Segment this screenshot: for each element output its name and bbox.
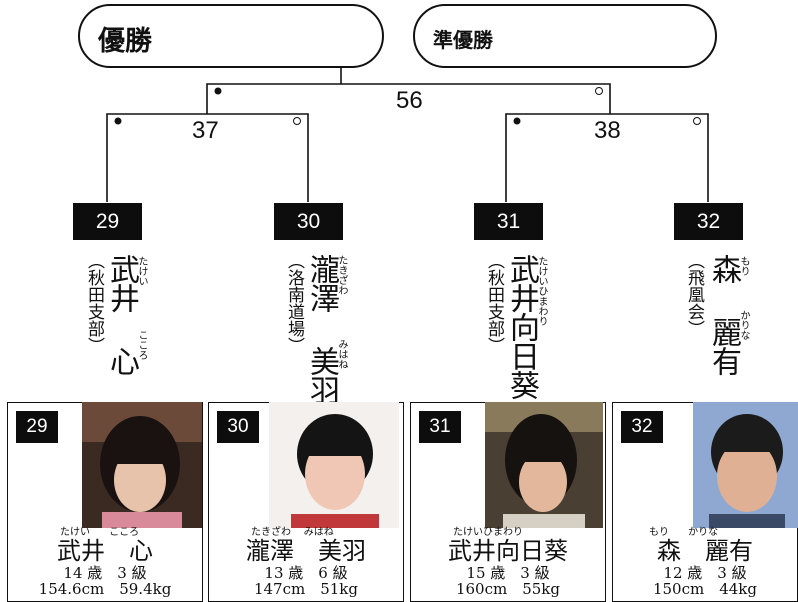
profile-height-weight: 160cm 55kg [455, 580, 561, 598]
profile-photo [269, 402, 399, 528]
final-loser-mark [595, 87, 603, 95]
entrant-club: （秋田支部） [84, 252, 104, 354]
final-line [206, 83, 611, 114]
entrant-furigana: たけいひまわり [536, 256, 547, 326]
profile-age-rank: 15 歳 3 級 [466, 564, 550, 582]
entrant-club: （秋田支部） [484, 252, 504, 354]
winner-header: 優勝 [78, 4, 384, 68]
profile-card: 31 たけいひまわり 武井向日葵 15 歳 3 級 160cm 55kg [410, 402, 606, 602]
final-score: 56 [396, 87, 423, 114]
runner-up-label: 準優勝 [433, 28, 493, 52]
profile-height-weight: 154.6cm 59.4kg [38, 580, 172, 598]
entrant-name: 武井向日葵 [504, 254, 539, 399]
profile-furigana: もり かりな [649, 527, 719, 538]
entrant-furigana: かりな [738, 310, 749, 340]
entrant-club: （洛南道場） [284, 252, 304, 354]
entrant-name: 武井 心 [104, 254, 139, 375]
final-winner-mark [214, 87, 222, 95]
profile-photo [82, 402, 202, 528]
profile-furigana: たけいひまわり [453, 527, 523, 538]
profile-number-badge: 31 [419, 411, 461, 443]
semi-left-line [106, 113, 309, 202]
entrant-number-badge: 32 [674, 203, 743, 240]
profile-furigana: たけい こころ [60, 527, 140, 538]
profile-name: 武井 心 [57, 537, 153, 565]
profile-age-rank: 14 歳 3 級 [63, 564, 147, 582]
profile-photo [693, 402, 798, 528]
entrant-furigana: たけい [136, 256, 147, 286]
entrant-furigana: みはね [336, 339, 347, 369]
runner-up-header: 準優勝 [413, 4, 717, 68]
profile-age-rank: 12 歳 3 級 [663, 564, 747, 582]
semi-right-line [505, 113, 709, 202]
profile-photo [485, 402, 603, 528]
profile-number-badge: 32 [621, 411, 663, 443]
profile-furigana: たきざわ みはね [251, 527, 334, 538]
profile-card: 29 たけい こころ 武井 心 14 歳 3 級 154.6cm 59.4kg [7, 402, 203, 602]
semi-right-winner-mark [513, 117, 521, 125]
tournament-bracket [106, 68, 709, 202]
winner-label: 優勝 [98, 26, 152, 57]
semi-left-score: 37 [192, 117, 219, 144]
profile-card: 32 もり かりな 森 麗有 12 歳 3 級 150cm 44kg [612, 402, 798, 602]
semi-right-loser-mark [693, 117, 701, 125]
profile-age-rank: 13 歳 6 級 [264, 564, 348, 582]
entrant-furigana: もり [738, 256, 749, 276]
entrant-furigana: こころ [136, 330, 147, 360]
profile-name: 武井向日葵 [448, 537, 568, 565]
profile-height-weight: 147cm 51kg [253, 580, 359, 598]
semi-left-loser-mark [293, 117, 301, 125]
profile-number-badge: 29 [16, 411, 58, 443]
entrant-furigana: たきざわ [336, 255, 347, 295]
profile-height-weight: 150cm 44kg [652, 580, 758, 598]
entrant-name: 瀧澤 美羽 [304, 254, 339, 404]
profile-name: 森 麗有 [657, 537, 753, 565]
semi-left-winner-mark [114, 117, 122, 125]
entrant-number-badge: 29 [73, 203, 142, 240]
entrant-number-badge: 31 [474, 203, 543, 240]
entrant-name: 森 麗有 [706, 254, 741, 375]
semi-right-score: 38 [594, 117, 621, 144]
profile-number-badge: 30 [217, 411, 259, 443]
entrant-number-badge: 30 [274, 203, 343, 240]
entrant-club: （飛凰会） [684, 252, 704, 337]
profile-card: 30 たきざわ みはね 瀧澤 美羽 13 歳 6 級 147cm 51kg [208, 402, 404, 602]
profile-name: 瀧澤 美羽 [246, 537, 366, 565]
